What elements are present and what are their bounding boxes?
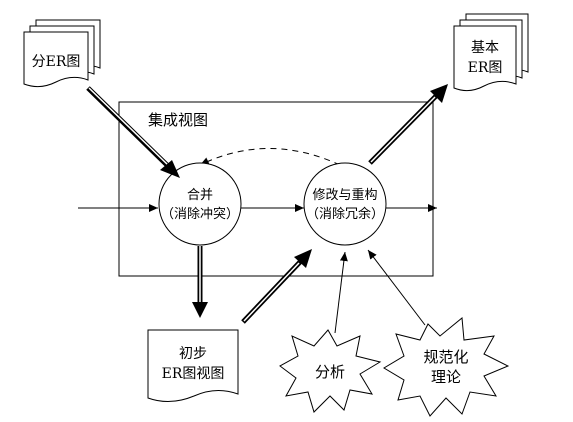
thick-arrow-merge-to-initial — [192, 246, 208, 318]
refine-label: 修改与重构 — [312, 187, 377, 203]
basic-er-document: 基本 ER图 — [453, 13, 529, 92]
analysis-label: 分析 — [315, 363, 345, 381]
initial-er-label-line2: ER图视图 — [162, 366, 225, 382]
analysis-burst-shape — [279, 329, 382, 413]
normalization-burst: 规范化 理论 — [383, 317, 510, 417]
thick-arrow-initial-to-refine — [241, 249, 312, 324]
initial-er-document: 初步 ER图视图 — [147, 329, 239, 402]
frame-title: 集成视图 — [148, 111, 208, 129]
normalization-label-line1: 规范化 — [423, 348, 468, 366]
refine-process: 修改与重构 （消除冗余） — [303, 162, 387, 246]
normalization-burst-shape — [383, 317, 510, 417]
thick-arrow-refine-to-basic — [368, 84, 448, 165]
thick-arrow-subER-to-merge — [86, 86, 180, 178]
normalization-arrow — [367, 249, 426, 326]
initial-er-label-line1: 初步 — [179, 345, 207, 362]
merge-process: 合并 （消除冲突） — [158, 162, 242, 246]
refine-sublabel: （消除冗余） — [306, 206, 384, 222]
merge-sublabel: （消除冲突） — [161, 206, 239, 222]
basic-er-label-line2: ER图 — [468, 60, 503, 76]
merge-circle — [158, 162, 242, 246]
analysis-arrow — [334, 251, 348, 334]
integration-frame — [118, 101, 434, 277]
refine-circle — [303, 162, 387, 246]
normalization-label-line2: 理论 — [431, 368, 461, 386]
basic-er-label-line1: 基本 — [471, 39, 499, 56]
feedback-arrow — [199, 148, 341, 166]
analysis-burst: 分析 — [279, 329, 382, 413]
merge-label: 合并 — [187, 188, 213, 203]
sub-er-document: 分ER图 — [23, 19, 101, 88]
sub-er-label: 分ER图 — [32, 54, 81, 70]
